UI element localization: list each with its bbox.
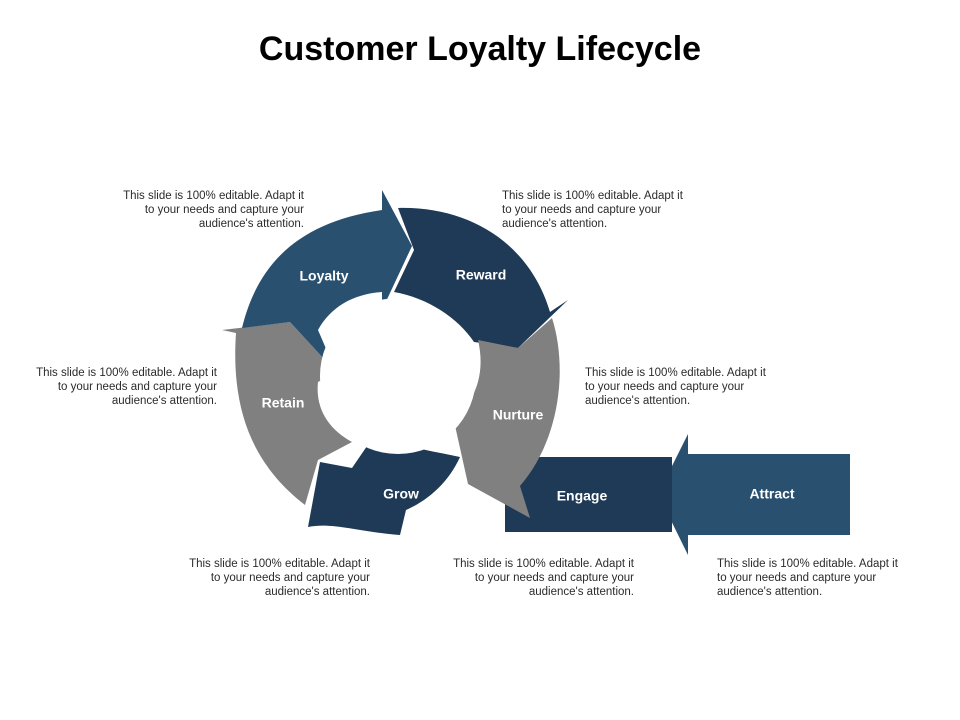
loyalty-segment[interactable] (242, 190, 412, 372)
engage-description: This slide is 100% editable. Adapt it to… (453, 558, 634, 598)
reward-label: Reward (456, 267, 507, 283)
grow-segment[interactable] (308, 430, 460, 535)
attract-label: Attract (749, 486, 794, 502)
nurture-segment[interactable] (452, 318, 560, 518)
grow-label: Grow (383, 486, 419, 502)
nurture-label: Nurture (493, 407, 544, 423)
reward-segment[interactable] (394, 207, 568, 348)
grow-description: This slide is 100% editable. Adapt it to… (189, 558, 370, 598)
engage-label: Engage (557, 488, 608, 504)
page-title: Customer Loyalty Lifecycle (258, 30, 702, 68)
loyalty-label: Loyalty (299, 268, 348, 284)
loyalty-description: This slide is 100% editable. Adapt it to… (123, 190, 304, 230)
retain-label: Retain (262, 395, 305, 411)
retain-description: This slide is 100% editable. Adapt it to… (36, 367, 217, 407)
attract-description: This slide is 100% editable. Adapt it to… (717, 558, 898, 598)
engage-arrow[interactable] (505, 457, 672, 532)
center-hole (320, 298, 476, 454)
attract-arrow[interactable] (658, 434, 850, 555)
retain-segment[interactable] (222, 322, 352, 505)
nurture-description: This slide is 100% editable. Adapt it to… (585, 367, 766, 407)
reward-description: This slide is 100% editable. Adapt it to… (502, 190, 683, 230)
